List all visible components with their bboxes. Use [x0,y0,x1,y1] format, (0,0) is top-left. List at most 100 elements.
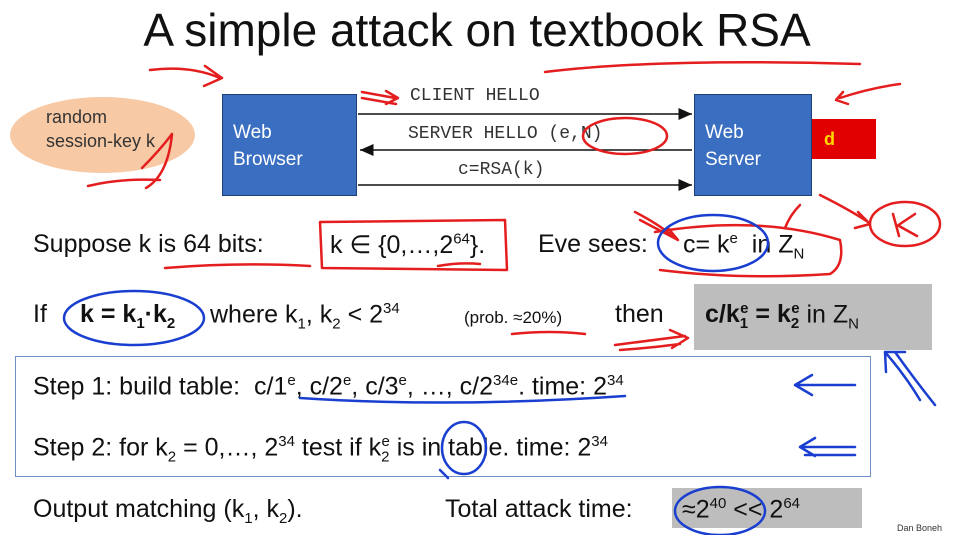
total-time-label: Total attack time: [445,495,633,523]
eq-e2: e [791,300,800,317]
eq-sub-n: N [848,315,860,333]
ll-2: << 2 [726,495,784,524]
k-dot: ·k [144,300,167,328]
s1-e3: e [398,372,407,389]
web-browser-box: Web Browser [222,94,357,196]
out-end: ). [287,495,303,523]
k-arrow [818,193,872,230]
arrow-to-browser [148,64,224,88]
k-range-text: k ∈ {0,…,2 [330,231,454,259]
exp-40: 40 [709,495,727,512]
eq-c: c/k [705,300,740,329]
k2-tail [438,468,450,480]
out-sub2: 2 [278,510,288,527]
total-circle [673,485,767,535]
then-arrow [613,328,690,352]
eq-e1: e [740,300,749,317]
table-c1: c/1 [254,372,288,401]
title-underline [543,60,862,74]
server-down-arrow [783,203,802,230]
s2-e: e [381,433,390,450]
step1-arrow [793,373,857,397]
output-text: Output matching (k [33,495,245,523]
credit: Dan Boneh [897,523,943,533]
step2-label: Step 2: for k [33,433,168,462]
out-sub1: 1 [244,510,253,527]
eve-cipher-circle [656,213,770,273]
approx-2: ≈2 [682,495,710,524]
step2-k: k [368,433,382,462]
bubble-line1: random [46,107,108,127]
step1-time: . time: 2 [518,372,607,401]
s2-34b: 34 [591,433,608,450]
steps-box [15,356,871,477]
prob-text: (prob. ≈20%) [464,308,563,327]
client-hello-label: CLIENT HELLO [410,86,540,106]
server-hello-label: SERVER HELLO (e,N) [408,124,603,144]
en-circle [581,116,669,156]
in-z: in Z [751,230,794,259]
s1-34: 34 [606,372,624,389]
eve-sees: Eve sees: [538,230,648,258]
step2-time: is in table. time: 2 [389,433,592,462]
eq-sub1: 1 [739,315,749,333]
browser-line2: Browser [233,149,303,170]
k2-text: , k [305,300,333,329]
k-product: k = k1·k2 [80,300,175,332]
suppose-underline [163,263,312,270]
out-mid: , k [252,495,279,523]
step2-line: Step 2: for k2 = 0,…, 234 test if k2e is… [33,433,608,465]
server-line2: Server [705,149,761,170]
table-dots: , …, c/2 [406,372,494,401]
k-circle [868,200,942,248]
exp-underline [436,262,482,268]
sub-2: 2 [166,315,176,332]
k-range-close: }. [469,231,486,259]
eq-k2: = k [748,300,791,329]
eq-sub2: 2 [790,315,800,333]
sub-1b: 1 [297,315,306,333]
output-line: Output matching (k1, k2). [33,495,303,527]
if-text: If [33,300,47,328]
sub-n: N [793,245,805,263]
equation-box [694,284,932,350]
exp-34: 34 [383,300,400,317]
k-range-box [318,218,509,272]
session-key-bubble: random session-key k [10,97,195,173]
where-clause: where k1, k2 < 234 [210,300,400,332]
lt-text: < 2 [340,300,384,329]
k-range: k ∈ {0,…,264}. [330,230,485,260]
s1-e1: e [287,372,296,389]
gray-arrow [883,350,937,407]
step1-label: Step 1: build table: [33,372,241,401]
then-text: then [615,300,664,328]
where-text: where k [210,300,298,329]
eve-cipher: c= ke in ZN [683,230,804,262]
c-eq: c= k [683,230,730,259]
step2-range: = 0,…, 2 [176,433,279,462]
client-hello-mark [360,89,400,106]
suppose-text: Suppose k is 64 bits: [33,230,264,258]
table-c3: , c/3 [351,372,399,401]
secret-key-label: d [824,129,835,149]
k-letter [891,212,919,238]
product-circle [62,289,206,347]
server-line1: Web [705,122,744,143]
arrow-to-server [834,82,902,106]
total-time-box [672,488,862,528]
step2-arrow [798,436,857,458]
secret-key-box: d [812,119,876,159]
cipher-label: c=RSA(k) [458,160,545,180]
c-arrow [633,210,680,242]
step2-test: test if [294,433,362,462]
s2-sub2: 2 [167,448,177,466]
prob-underline [510,330,587,336]
k-underline [86,178,162,188]
s2-34a: 34 [278,433,295,450]
k-eq: k = k [80,300,137,328]
step1-line: Step 1: build table: c/1e, c/2e, c/3e, …… [33,372,624,401]
s1-34e: 34e [493,372,519,389]
sub-2b: 2 [332,315,341,333]
